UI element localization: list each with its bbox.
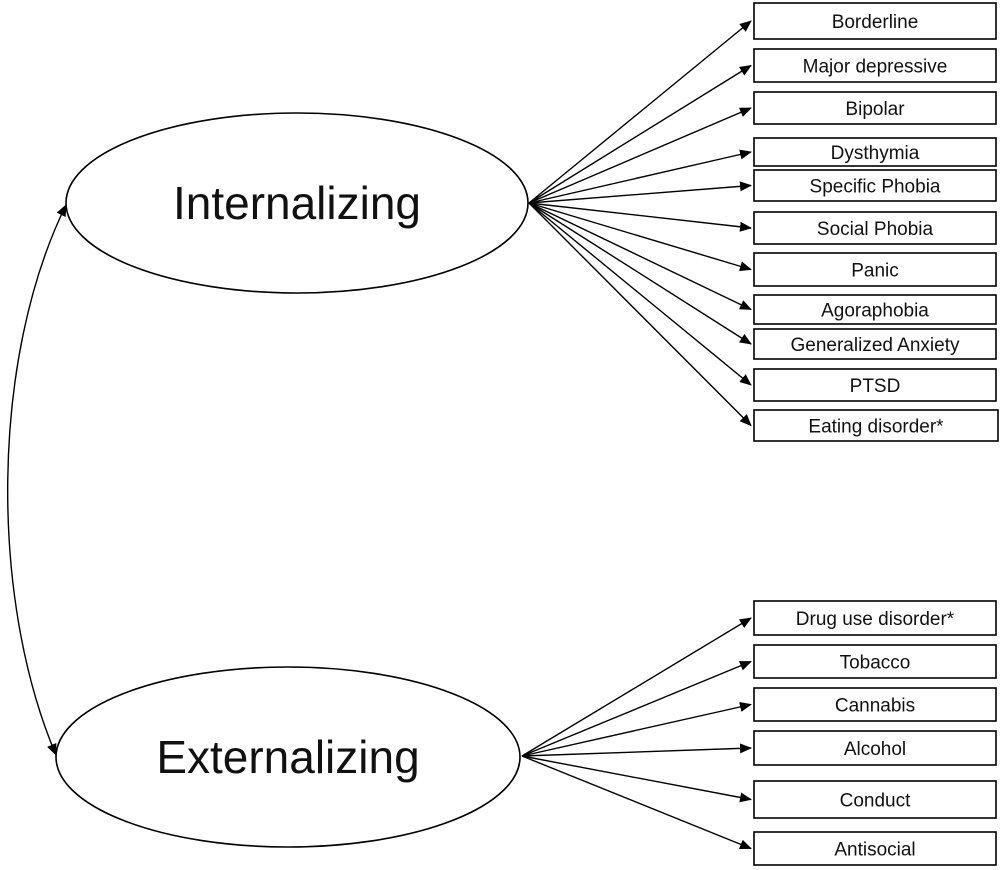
indicator-box-antisocial [753, 831, 997, 866]
indicator-label-borderline: Borderline [832, 12, 919, 33]
indicator-generalized-anxiety: Generalized Anxiety [753, 328, 997, 360]
factor-internalizing-label: Internalizing [173, 177, 421, 229]
factor-internalizing: Internalizing [65, 112, 529, 294]
indicator-box-agoraphobia [753, 294, 997, 325]
indicator-label-tobacco: Tobacco [840, 653, 911, 674]
indicator-social-phobia: Social Phobia [753, 211, 997, 245]
indicator-agoraphobia: Agoraphobia [753, 294, 997, 325]
indicator-box-panic [753, 252, 997, 287]
indicator-box-dysthymia [753, 137, 997, 167]
indicator-label-drug-use-disorder: Drug use disorder* [796, 609, 955, 630]
path-internalizing-to-bipolar [528, 107, 752, 204]
indicator-specific-phobia: Specific Phobia [753, 169, 997, 202]
indicator-box-major-depressive [753, 48, 997, 83]
indicator-conduct: Conduct [753, 780, 997, 819]
indicator-box-generalized-anxiety [753, 328, 997, 360]
path-externalizing-to-cannabis [521, 702, 752, 757]
indicator-box-borderline [753, 2, 997, 40]
path-internalizing-to-social-phobia [528, 202, 752, 232]
indicator-label-alcohol: Alcohol [844, 739, 906, 760]
indicator-antisocial: Antisocial [753, 831, 997, 866]
indicator-box-ptsd [753, 368, 997, 402]
path-internalizing-to-dysthymia [528, 149, 752, 204]
path-externalizing-to-antisocial [521, 755, 752, 850]
path-internalizing-to-borderline [528, 20, 752, 204]
path-externalizing-to-conduct [521, 755, 752, 803]
indicator-major-depressive: Major depressive [753, 48, 997, 83]
path-externalizing-to-tobacco [521, 660, 752, 757]
loading-paths [521, 20, 752, 850]
indicator-box-conduct [753, 780, 997, 819]
indicator-box-drug-use-disorder [753, 600, 997, 636]
indicator-box-social-phobia [753, 211, 997, 245]
indicator-label-eating-disorder: Eating disorder* [808, 417, 944, 438]
indicator-bipolar: Bipolar [753, 91, 997, 125]
indicator-label-conduct: Conduct [840, 791, 911, 812]
indicator-tobacco: Tobacco [753, 644, 997, 679]
indicator-label-panic: Panic [851, 261, 899, 282]
path-internalizing-to-agoraphobia [528, 202, 752, 311]
path-internalizing-to-generalized-anxiety [528, 202, 752, 345]
indicator-box-alcohol [753, 730, 997, 766]
indicator-label-specific-phobia: Specific Phobia [810, 177, 941, 198]
indicator-label-bipolar: Bipolar [845, 99, 905, 120]
path-externalizing-to-drug-use-disorder [521, 617, 752, 757]
indicator-box-cannabis [753, 687, 997, 722]
indicator-box-tobacco [753, 644, 997, 679]
indicator-cannabis: Cannabis [753, 687, 997, 722]
factor-externalizing-ellipse [55, 666, 521, 848]
indicator-panic: Panic [753, 252, 997, 287]
path-internalizing-to-eating-disorder [528, 202, 752, 427]
indicator-box-eating-disorder [753, 409, 999, 442]
factor-externalizing-label: Externalizing [156, 731, 419, 783]
indicator-alcohol: Alcohol [753, 730, 997, 766]
path-internalizing-to-panic [528, 202, 752, 272]
indicator-dysthymia: Dysthymia [753, 137, 997, 167]
indicator-label-agoraphobia: Agoraphobia [821, 301, 929, 322]
indicator-label-cannabis: Cannabis [835, 696, 915, 717]
factor-correlation-arrow [6, 204, 67, 756]
factor-internalizing-ellipse [65, 112, 529, 294]
indicator-label-antisocial: Antisocial [834, 840, 915, 861]
indicator-box-bipolar [753, 91, 997, 125]
path-internalizing-to-specific-phobia [528, 181, 752, 204]
indicator-label-generalized-anxiety: Generalized Anxiety [791, 335, 960, 356]
indicator-label-social-phobia: Social Phobia [817, 219, 934, 240]
path-internalizing-to-major-depressive [528, 64, 752, 204]
indicator-drug-use-disorder: Drug use disorder* [753, 600, 997, 636]
indicator-label-dysthymia: Dysthymia [831, 143, 920, 164]
path-externalizing-to-alcohol [521, 743, 752, 757]
factor-externalizing: Externalizing [55, 666, 521, 848]
indicator-label-ptsd: PTSD [850, 376, 901, 397]
path-internalizing-to-ptsd [528, 202, 752, 386]
indicator-ptsd: PTSD [753, 368, 997, 402]
indicator-eating-disorder: Eating disorder* [753, 409, 999, 442]
indicator-borderline: Borderline [753, 2, 997, 40]
indicator-box-specific-phobia [753, 169, 997, 202]
indicator-label-major-depressive: Major depressive [803, 57, 948, 78]
